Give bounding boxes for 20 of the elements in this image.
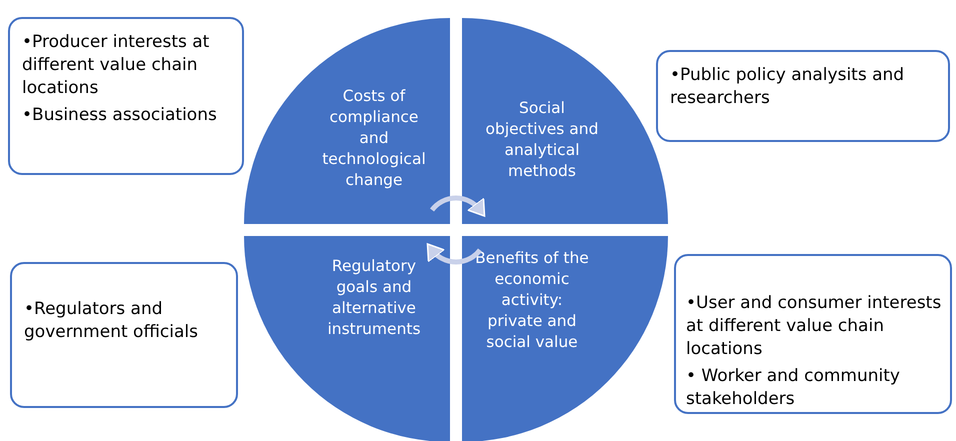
curved-arrow [430,196,486,216]
bullet-item: •Business associations [22,104,218,127]
circle-quadrant [244,236,450,441]
stakeholder-box [656,50,950,142]
stakeholder-box [674,254,952,414]
stakeholder-box [10,262,238,408]
quadrant-label: Regulatory goals and alternative instruments [326,256,422,340]
curved-arrow [426,244,482,264]
bullet-item: •Regulators and government officials [24,298,199,344]
circle-quadrant [244,18,450,224]
quadrant-label: Social objectives and analytical methods [484,98,600,182]
quadrant-label: Costs of compliance and technological change [321,86,427,191]
quadrant-label: Benefits of the economic activity: private and social value [474,248,590,353]
bullet-item: • Worker and community stakeholders [686,365,901,411]
bullet-item: •Producer interests at different value chain locations [22,31,210,100]
stakeholder-box [8,17,244,175]
bullet-item: •User and consumer interests at different value chain locations [686,292,942,361]
bullet-item: •Public policy analysits and researchers [670,64,906,110]
circle-quadrant [462,236,668,441]
circle-quadrant [462,18,668,224]
